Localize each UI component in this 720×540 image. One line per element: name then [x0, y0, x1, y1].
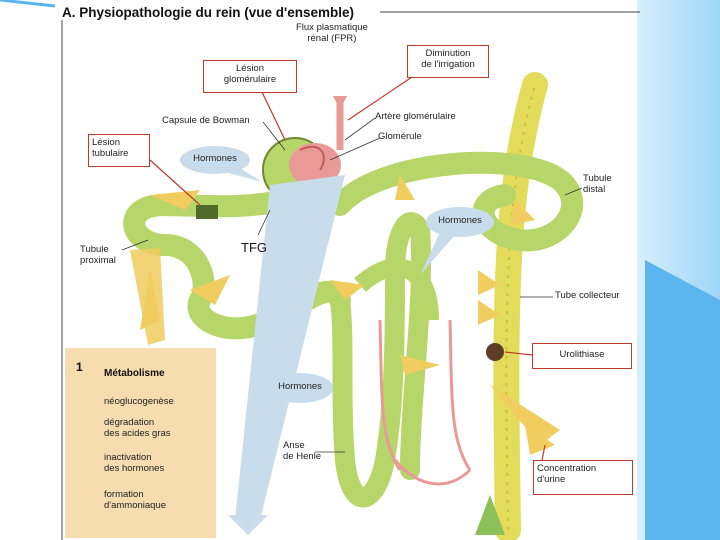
box-concentration: Concentration d'urine: [533, 460, 633, 495]
vasa-recta-2: [450, 320, 470, 470]
box-diminution: Diminution de l'irrigation: [407, 45, 489, 78]
label-flux: Flux plasmatique rénal (FPR): [296, 22, 368, 44]
hormone-label-3: Hormones: [268, 381, 332, 392]
metabolism-item: formation d'ammoniaque: [104, 489, 166, 511]
filtrate-flow: [235, 175, 345, 520]
label-glomerule: Glomérule: [378, 131, 422, 142]
hormone-label-2: Hormones: [428, 215, 492, 226]
tubular-lesion-marker: [196, 205, 218, 219]
label-anse-henle: Anse de Henle: [283, 440, 321, 462]
metabolism-title: Métabolisme: [104, 368, 165, 379]
leader-artere: [345, 118, 375, 140]
artery-arrow: [333, 96, 347, 110]
label-artere: Artère glomérulaire: [375, 111, 456, 122]
callout-lesion-glom: [262, 92, 285, 140]
metabolism-number: 1: [76, 360, 83, 374]
metabolism-item: dégradation des acides gras: [104, 417, 171, 439]
right-frame-wedge: [645, 260, 720, 540]
top-left-accent: [0, 0, 55, 6]
arrow-prox-2: [130, 248, 165, 345]
box-lesion-tubulaire: Lésion tubulaire: [88, 134, 150, 167]
metabolism-item: inactivation des hormones: [104, 452, 164, 474]
stone-marker: [486, 343, 504, 361]
metabolism-item: néoglucogenèse: [104, 396, 174, 407]
label-tubule-proximal: Tubule proximal: [80, 244, 116, 266]
filtrate-arrow: [228, 515, 268, 535]
box-lesion-glomerulaire: Lésion glomérulaire: [203, 60, 297, 93]
hormone-label-1: Hormones: [183, 153, 247, 164]
label-tubule-distal: Tubule distal: [583, 173, 612, 195]
label-tfg: TFG: [241, 240, 267, 255]
page-title: A. Physiopathologie du rein (vue d'ensem…: [62, 5, 354, 20]
box-urolithiase: Urolithiase: [532, 343, 632, 369]
label-capsule: Capsule de Bowman: [162, 115, 250, 126]
label-tube-collecteur: Tube collecteur: [555, 290, 620, 301]
